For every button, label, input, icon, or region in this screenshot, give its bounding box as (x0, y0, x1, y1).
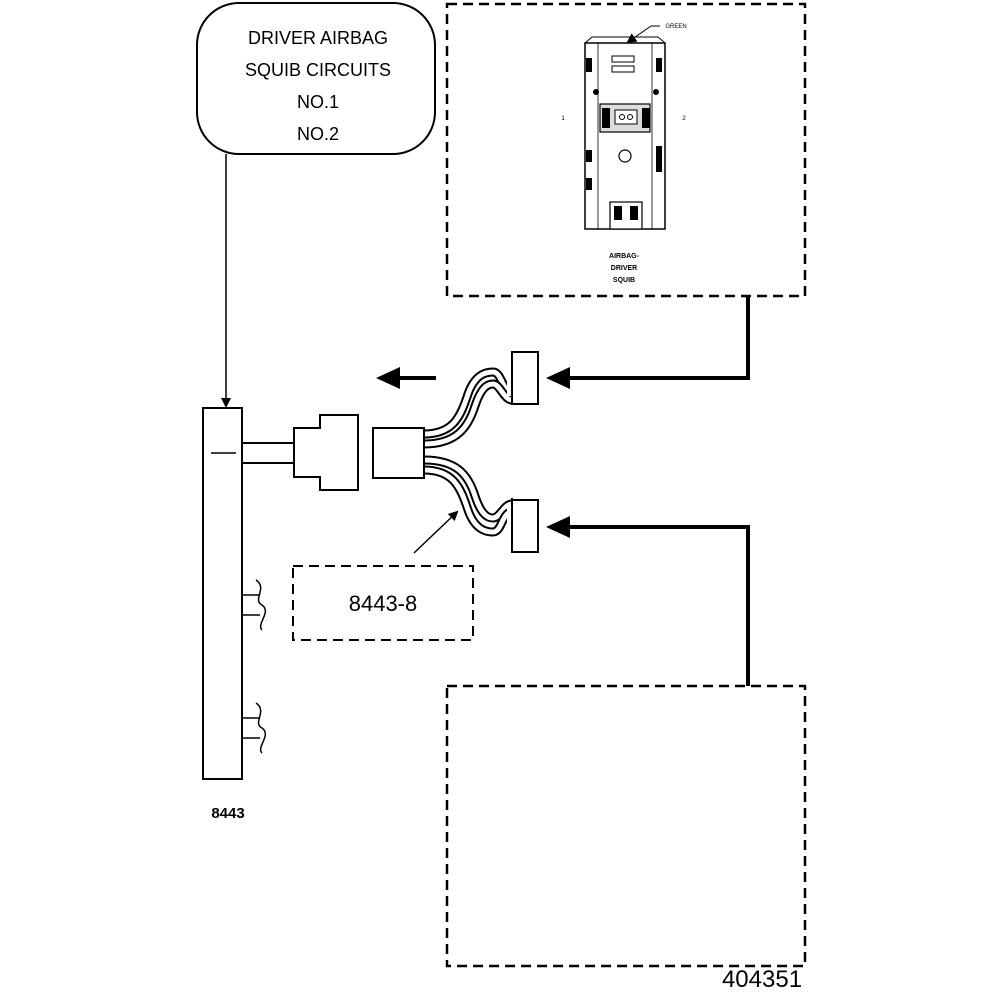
adapter-leader-line (413, 510, 459, 554)
figure-number: 404351 (722, 966, 802, 993)
upper-arrowhead (546, 367, 570, 389)
callout-line-1: DRIVER AIRBAG (248, 28, 388, 48)
lower-branch-connector (511, 498, 539, 553)
routing-arrows (376, 296, 750, 686)
callout-line-2: SQUIB CIRCUITS (245, 60, 391, 80)
connector-caption-3: SQUIB (613, 277, 635, 284)
adapter-label-group: 8443-8 (292, 510, 474, 641)
callout-line-4: NO.2 (297, 124, 339, 144)
connector-caption-2: DRIVER (611, 265, 637, 272)
circuit-callout: DRIVER AIRBAG SQUIB CIRCUITS NO.1 NO.2 (196, 2, 436, 155)
lower-inset-box (445, 684, 807, 968)
mating-connector (293, 414, 359, 491)
left-pointing-arrowhead (376, 367, 400, 389)
pin-1-label: 1 (561, 116, 565, 122)
upper-routing-line (568, 296, 750, 380)
lower-arrowhead (546, 516, 570, 538)
wire-color-label: GREEN (665, 24, 686, 30)
tool-side-connector (242, 414, 359, 491)
connector-caption-1: AIRBAG- (609, 253, 640, 260)
tester-8443: 8443 (202, 407, 267, 822)
pin-2-label: 2 (682, 116, 686, 122)
squib-connector-illustration: GREEN 1 2 AIRBAG- DRIVER SQUIB (561, 24, 686, 284)
lower-routing-line (568, 525, 750, 686)
adapter-label-box (292, 565, 474, 641)
upper-branch-connector (511, 351, 539, 405)
callout-line-3: NO.1 (297, 92, 339, 112)
adapter-body-connector (372, 427, 425, 479)
connector-body (584, 42, 666, 230)
y-adapter-harness (372, 351, 539, 553)
tester-label: 8443 (211, 805, 244, 822)
adapter-label: 8443-8 (349, 591, 418, 616)
tester-body (202, 407, 243, 780)
callout-bubble (196, 2, 436, 155)
connector-inset-box (445, 2, 807, 298)
